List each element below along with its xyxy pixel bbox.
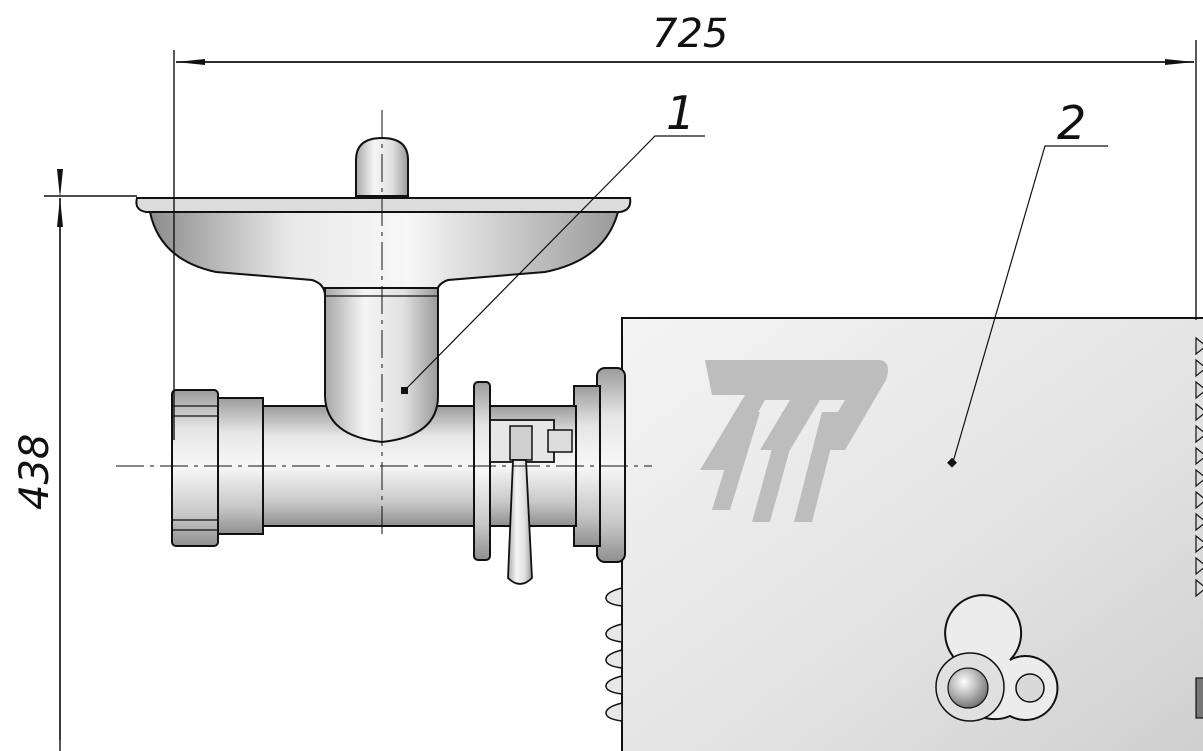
callout-2-marker [947,457,957,468]
center-lines [116,110,652,535]
height-dimension-label: 438 [12,434,58,510]
callout-2-label: 2 [1057,96,1086,150]
callout-leaders [404,135,1108,463]
rear-fins [1195,336,1203,719]
dimension-lines [44,40,1197,751]
brand-logo [700,360,888,522]
body-flange [573,367,626,563]
grinder-head [135,136,632,585]
width-dimension-label: 725 [652,11,728,57]
callout-1-marker [401,387,408,394]
motor-housing [605,317,1203,751]
callout-1-label: 1 [666,86,695,140]
power-switch [935,594,1059,722]
cooling-fins [605,587,623,722]
